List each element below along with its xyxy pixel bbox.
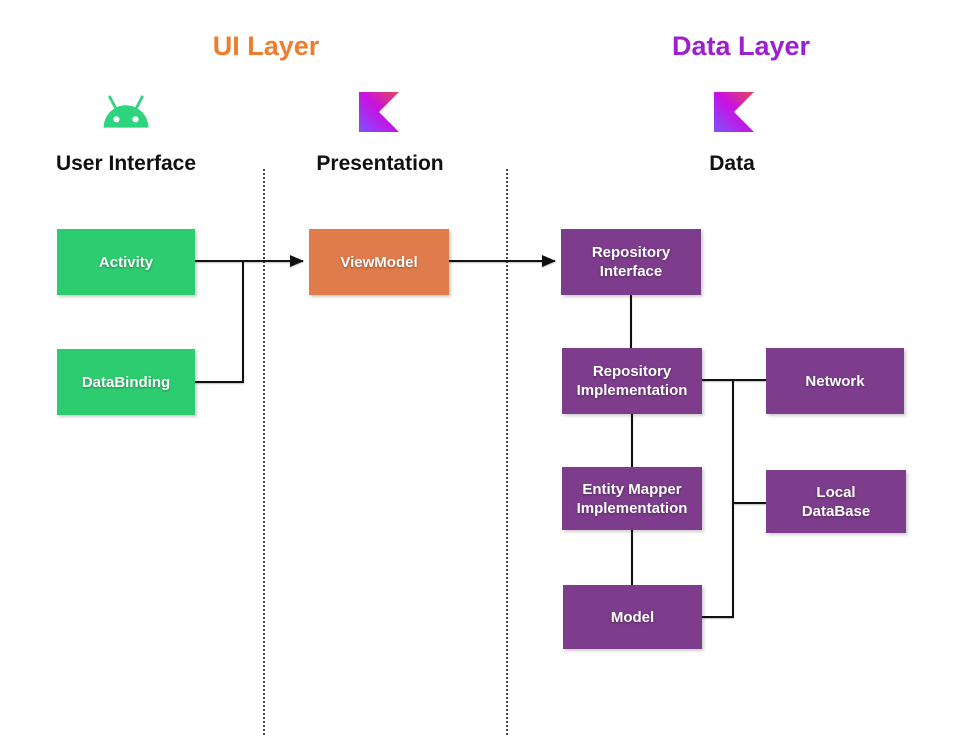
box-entity-mapper-implementation: Entity Mapper Implementation [562, 467, 702, 530]
column-divider-1 [263, 169, 265, 735]
column-label-presentation: Presentation [316, 152, 444, 175]
kotlin-icon [714, 92, 754, 132]
box-network: Network [766, 348, 904, 414]
ui-layer-title: UI Layer [212, 31, 320, 61]
connector-repoimpl-model [702, 380, 734, 618]
kotlin-icon [359, 92, 399, 132]
box-model: Model [563, 585, 702, 649]
box-repository-interface: Repository Interface [561, 229, 701, 295]
box-activity: Activity [57, 229, 195, 295]
column-label-data: Data [709, 152, 755, 175]
box-databinding: DataBinding [57, 349, 195, 415]
box-local-database: Local DataBase [766, 470, 906, 533]
box-viewmodel: ViewModel [309, 229, 449, 295]
android-icon [98, 94, 154, 130]
box-repository-implementation: Repository Implementation [562, 348, 702, 414]
connector-databinding-join [195, 261, 244, 383]
column-divider-2 [506, 169, 508, 735]
data-layer-title: Data Layer [671, 31, 811, 61]
column-label-user-interface: User Interface [55, 152, 197, 175]
